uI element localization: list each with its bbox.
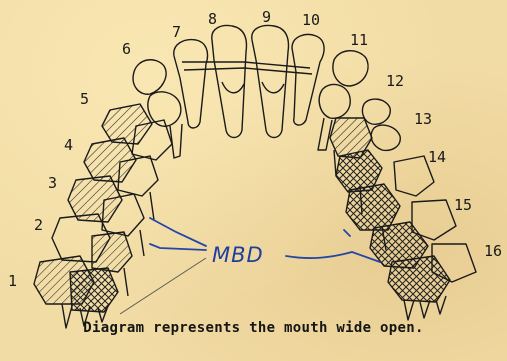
teeth-outline — [34, 26, 476, 328]
tooth-1-side — [70, 268, 118, 312]
tooth-number-15: 15 — [454, 196, 472, 214]
tooth-number-8: 8 — [208, 10, 217, 28]
tooth-number-12: 12 — [386, 72, 404, 90]
mbd-annotation-lines — [150, 218, 380, 262]
tooth-8-ridge — [222, 82, 244, 93]
tooth-7 — [174, 40, 208, 128]
tooth-16-hatched — [388, 256, 450, 302]
tooth-number-13: 13 — [414, 110, 432, 128]
mbd-pointer-right-3 — [344, 230, 350, 236]
tooth-number-6: 6 — [122, 40, 131, 58]
tooth-number-5: 5 — [80, 90, 89, 108]
tooth-number-14: 14 — [428, 148, 446, 166]
tooth-number-10: 10 — [302, 11, 320, 29]
tooth-number-1: 1 — [8, 272, 17, 290]
contact-line-2 — [184, 68, 312, 74]
mbd-label: MBD — [212, 243, 264, 267]
pencil-line — [120, 258, 206, 314]
tooth-number-11: 11 — [350, 31, 368, 49]
tooth-number-7: 7 — [172, 23, 181, 41]
mbd-pointer-right-1 — [286, 252, 352, 258]
tooth-9 — [252, 26, 289, 138]
mbd-pointer-left-1 — [150, 218, 206, 246]
tooth-8 — [212, 26, 247, 138]
tooth-13 — [371, 125, 400, 150]
tooth-10 — [292, 35, 324, 126]
tooth-12 — [362, 99, 390, 124]
diagram-caption: Diagram represents the mouth wide open. — [0, 320, 507, 336]
tooth-11 — [333, 51, 368, 86]
tooth-11-root — [319, 84, 350, 118]
mbd-pointer-left-2 — [150, 244, 206, 250]
tooth-number-16: 16 — [484, 242, 502, 260]
tooth-number-2: 2 — [34, 216, 43, 234]
tooth-3 — [68, 176, 122, 222]
tooth-9-ridge — [262, 82, 284, 93]
tooth-14-hatched — [346, 184, 400, 230]
tooth-2-side — [92, 232, 132, 272]
tooth-number-4: 4 — [64, 136, 73, 154]
tooth-number-9: 9 — [262, 8, 271, 26]
tooth-6-stem — [170, 124, 182, 158]
tooth-number-3: 3 — [48, 174, 57, 192]
tooth-6 — [133, 60, 166, 95]
tooth-11-stem — [318, 118, 332, 150]
